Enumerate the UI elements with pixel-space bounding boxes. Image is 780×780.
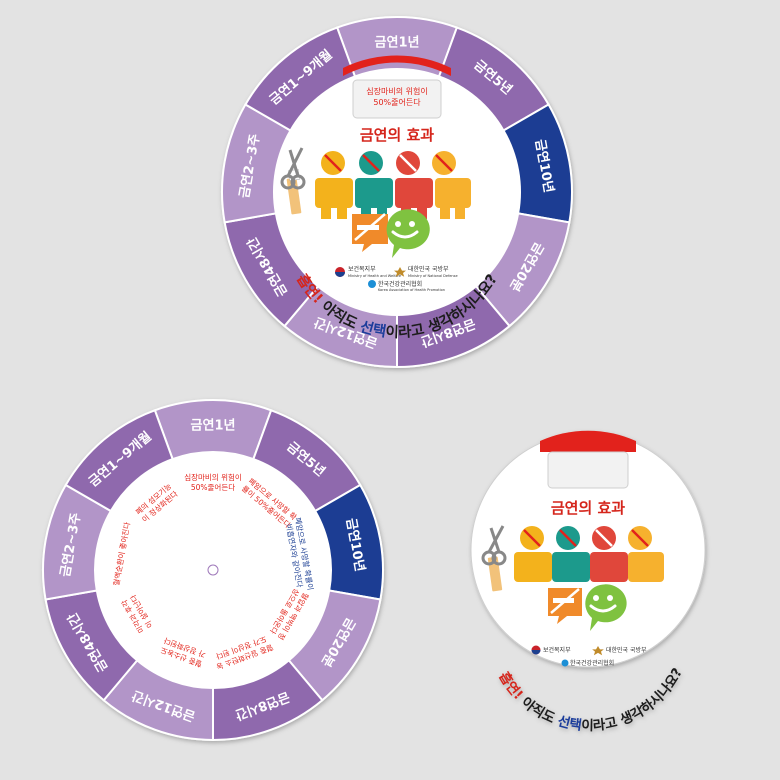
person-teal — [552, 526, 590, 582]
assembled-wheel-ring: 금연1년금연5년금연10년금연20분금연8시간금연12시간금연48시간금연2~3… — [221, 16, 573, 369]
center-pivot — [207, 564, 219, 576]
effect-text: 심장마비의 위험이 — [184, 472, 242, 482]
person-red — [590, 526, 628, 582]
front-cover-window — [547, 451, 629, 489]
result-window — [352, 79, 442, 119]
cigarette-scissors-icon — [280, 147, 306, 215]
svg-text:대한민국 국방부: 대한민국 국방부 — [606, 646, 647, 654]
svg-text:Korea Association of Health Pr: Korea Association of Health Promotion — [378, 288, 445, 292]
no-smoking-icon — [352, 213, 388, 252]
svg-text:대한민국 국방부: 대한민국 국방부 — [408, 265, 449, 273]
person-yellow — [514, 526, 552, 582]
smiley-icon — [386, 209, 430, 258]
assembled-segment-label: 금연1년 — [375, 36, 420, 51]
svg-text:보건복지부: 보건복지부 — [543, 646, 571, 654]
person-orange — [628, 526, 664, 582]
inner-segment-label: 금연1년 — [191, 419, 236, 434]
front-cover-slogan: 흡연! 아직도 선택이라고 생각하시나요? — [495, 666, 686, 735]
front-cover-red-bar — [540, 430, 636, 452]
window-text-line1: 심장마비의 위험이 — [366, 86, 427, 96]
smiley-icon — [585, 584, 627, 631]
svg-text:보건복지부: 보건복지부 — [348, 265, 376, 273]
inner-wheel[interactable]: 금연1년금연5년금연10년금연20분금연8시간금연12시간금연48시간금연2~3… — [42, 399, 384, 742]
person-yellow — [315, 151, 353, 219]
logo-ministry-defense: 대한민국 국방부 Ministry of National Defense — [394, 265, 458, 278]
person-teal — [355, 151, 393, 219]
window-red-bar — [343, 55, 451, 76]
svg-text:Ministry of National Defense: Ministry of National Defense — [408, 274, 458, 278]
svg-text:한국건강관리협회: 한국건강관리협회 — [570, 659, 614, 667]
logo-ministry-health: 보건복지부 Ministry of Health and Welfare — [335, 265, 401, 278]
front-cover-logos: 보건복지부 대한민국 국방부 한국건강관리협회 — [531, 645, 647, 667]
inner-wheel-ring: 금연1년금연5년금연10년금연20분금연8시간금연12시간금연48시간금연2~3… — [42, 399, 384, 742]
person-orange — [432, 151, 471, 219]
cigarette-scissors-icon — [481, 525, 507, 592]
front-cover-title: 금연의 효과 — [551, 499, 625, 517]
no-smoking-people-illustration — [280, 147, 471, 258]
svg-text:Ministry of Health and Welfare: Ministry of Health and Welfare — [348, 274, 401, 278]
front-cover-illustration — [481, 525, 664, 631]
logo-association: 한국건강관리협회 Korea Association of Health Pro… — [368, 280, 445, 292]
effect-text: 50%줄어든다 — [191, 482, 235, 492]
no-smoking-icon — [548, 588, 582, 624]
window-text-line2: 50%줄어든다 — [373, 97, 421, 107]
svg-text:한국건강관리협회: 한국건강관리협회 — [378, 280, 422, 288]
assembled-wheel[interactable]: 금연1년금연5년금연10년금연20분금연8시간금연12시간금연48시간금연2~3… — [221, 16, 573, 369]
front-cover: 금연의 효과 — [470, 430, 706, 735]
card-title: 금연의 효과 — [360, 126, 434, 144]
